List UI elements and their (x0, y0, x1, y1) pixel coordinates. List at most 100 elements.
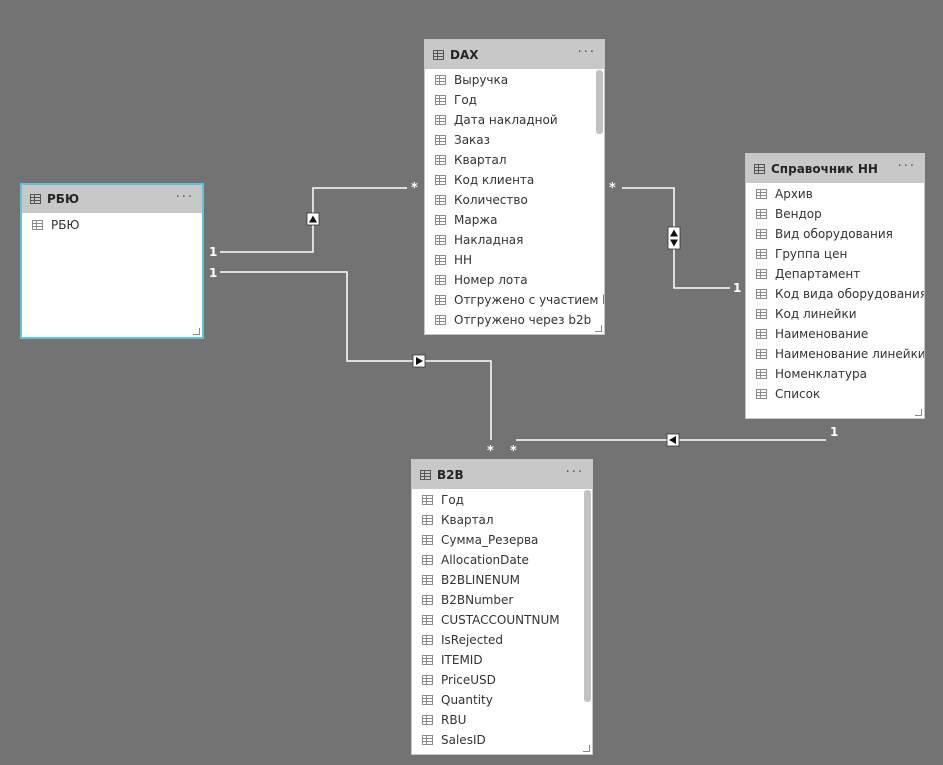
field-label: Код линейки (775, 307, 857, 321)
field-item[interactable]: Группа цен (756, 244, 924, 264)
resize-handle[interactable] (915, 409, 922, 416)
table-card-sprav[interactable]: Справочник НН ··· Архив Вендор Вид обору… (745, 153, 925, 419)
resize-handle[interactable] (595, 325, 602, 332)
field-label: Выручка (454, 73, 509, 87)
table-card-rbu[interactable]: РБЮ ··· РБЮ (20, 183, 204, 339)
table-icon (435, 255, 446, 265)
table-icon (32, 220, 43, 230)
field-item[interactable]: НН (435, 250, 604, 270)
field-item[interactable]: Год (422, 490, 592, 510)
field-item[interactable]: Квартал (422, 510, 592, 530)
field-item[interactable]: CUSTACCOUNTNUM (422, 610, 592, 630)
field-item[interactable]: Сумма_Резерва (422, 530, 592, 550)
table-icon (433, 49, 444, 60)
field-item[interactable]: Вид оборудования (756, 224, 924, 244)
field-label: IsRejected (441, 633, 503, 647)
field-label: Количество (454, 193, 528, 207)
field-item[interactable]: ITEMID (422, 650, 592, 670)
field-item[interactable]: RBU (422, 710, 592, 730)
more-options-icon[interactable]: ··· (565, 465, 584, 480)
table-title: B2B (437, 467, 464, 482)
field-item[interactable]: SalesID (422, 730, 592, 750)
table-icon (435, 215, 446, 225)
table-icon (435, 135, 446, 145)
field-item[interactable]: B2BLINENUM (422, 570, 592, 590)
table-card-dax[interactable]: DAX ··· Выручка Год Дата накладной Заказ… (424, 39, 605, 335)
field-label: Список (775, 387, 821, 401)
table-title: DAX (450, 47, 479, 62)
field-list: Выручка Год Дата накладной Заказ Квартал… (425, 69, 604, 330)
field-item[interactable]: Департамент (756, 264, 924, 284)
field-item[interactable]: IsRejected (422, 630, 592, 650)
scrollbar[interactable] (584, 490, 591, 702)
table-icon (435, 75, 446, 85)
more-options-icon[interactable]: ··· (175, 190, 194, 205)
field-item[interactable]: Список (756, 384, 924, 404)
card-rbu-dax-many: * (411, 181, 418, 196)
field-item[interactable]: Quantity (422, 690, 592, 710)
more-options-icon[interactable]: ··· (897, 159, 916, 174)
table-icon (435, 235, 446, 245)
field-item[interactable]: Год (435, 90, 604, 110)
table-header[interactable]: РБЮ ··· (22, 185, 202, 213)
field-label: Наименование (775, 327, 869, 341)
table-icon (435, 115, 446, 125)
field-label: Отгружено с участием b... (454, 293, 605, 307)
resize-handle[interactable] (193, 328, 200, 335)
direction-marker-left (666, 433, 680, 447)
field-item[interactable]: PriceUSD (422, 670, 592, 690)
field-item[interactable]: Заказ (435, 130, 604, 150)
card-sprav-dax-many: * (609, 181, 616, 196)
table-header[interactable]: DAX ··· (425, 40, 604, 69)
field-item[interactable]: Выручка (435, 70, 604, 90)
field-label: Департамент (775, 267, 861, 281)
table-icon (422, 715, 433, 725)
resize-handle[interactable] (583, 745, 590, 752)
card-rbu-b2b-many: * (487, 444, 494, 459)
table-icon (756, 189, 767, 199)
field-item[interactable]: Архив (756, 184, 924, 204)
field-item[interactable]: РБЮ (32, 215, 202, 235)
table-icon (756, 209, 767, 219)
field-item[interactable]: Номенклатура (756, 364, 924, 384)
table-icon (435, 195, 446, 205)
table-header[interactable]: B2B ··· (412, 460, 592, 489)
field-label: B2BNumber (441, 593, 514, 607)
table-card-b2b[interactable]: B2B ··· Год Квартал Сумма_Резерва Alloca… (411, 459, 593, 755)
table-title: РБЮ (47, 192, 80, 206)
field-label: SalesID (441, 733, 486, 747)
field-list: РБЮ (22, 213, 202, 235)
scrollbar[interactable] (596, 70, 603, 134)
card-rbu-dax-one: 1 (209, 245, 218, 259)
field-item[interactable]: Наименование (756, 324, 924, 344)
field-item[interactable]: Наименование линейки (756, 344, 924, 364)
field-item[interactable]: Количество (435, 190, 604, 210)
field-item[interactable]: Отгружено через b2b (435, 310, 604, 330)
table-icon (756, 369, 767, 379)
field-item[interactable]: AllocationDate (422, 550, 592, 570)
field-item[interactable]: Квартал (435, 150, 604, 170)
field-item[interactable]: Номер лота (435, 270, 604, 290)
more-options-icon[interactable]: ··· (577, 45, 596, 60)
field-item[interactable]: Код клиента (435, 170, 604, 190)
field-item[interactable]: Накладная (435, 230, 604, 250)
field-label: PriceUSD (441, 673, 496, 687)
relationship-rbu-b2b[interactable] (220, 271, 492, 440)
card-sprav-b2b-many: * (510, 444, 517, 459)
table-header[interactable]: Справочник НН ··· (746, 154, 924, 183)
field-item[interactable]: Вендор (756, 204, 924, 224)
field-label: Сумма_Резерва (441, 533, 539, 547)
field-item[interactable]: Код вида оборудования (756, 284, 924, 304)
table-icon (422, 515, 433, 525)
table-title: Справочник НН (771, 161, 878, 176)
field-label: Накладная (454, 233, 524, 247)
field-item[interactable]: Дата накладной (435, 110, 604, 130)
field-item[interactable]: Отгружено с участием b... (435, 290, 604, 310)
field-item[interactable]: B2BNumber (422, 590, 592, 610)
field-item[interactable]: Маржа (435, 210, 604, 230)
table-icon (30, 194, 41, 204)
field-label: Квартал (441, 513, 494, 527)
direction-marker-up (306, 212, 320, 226)
field-item[interactable]: Код линейки (756, 304, 924, 324)
